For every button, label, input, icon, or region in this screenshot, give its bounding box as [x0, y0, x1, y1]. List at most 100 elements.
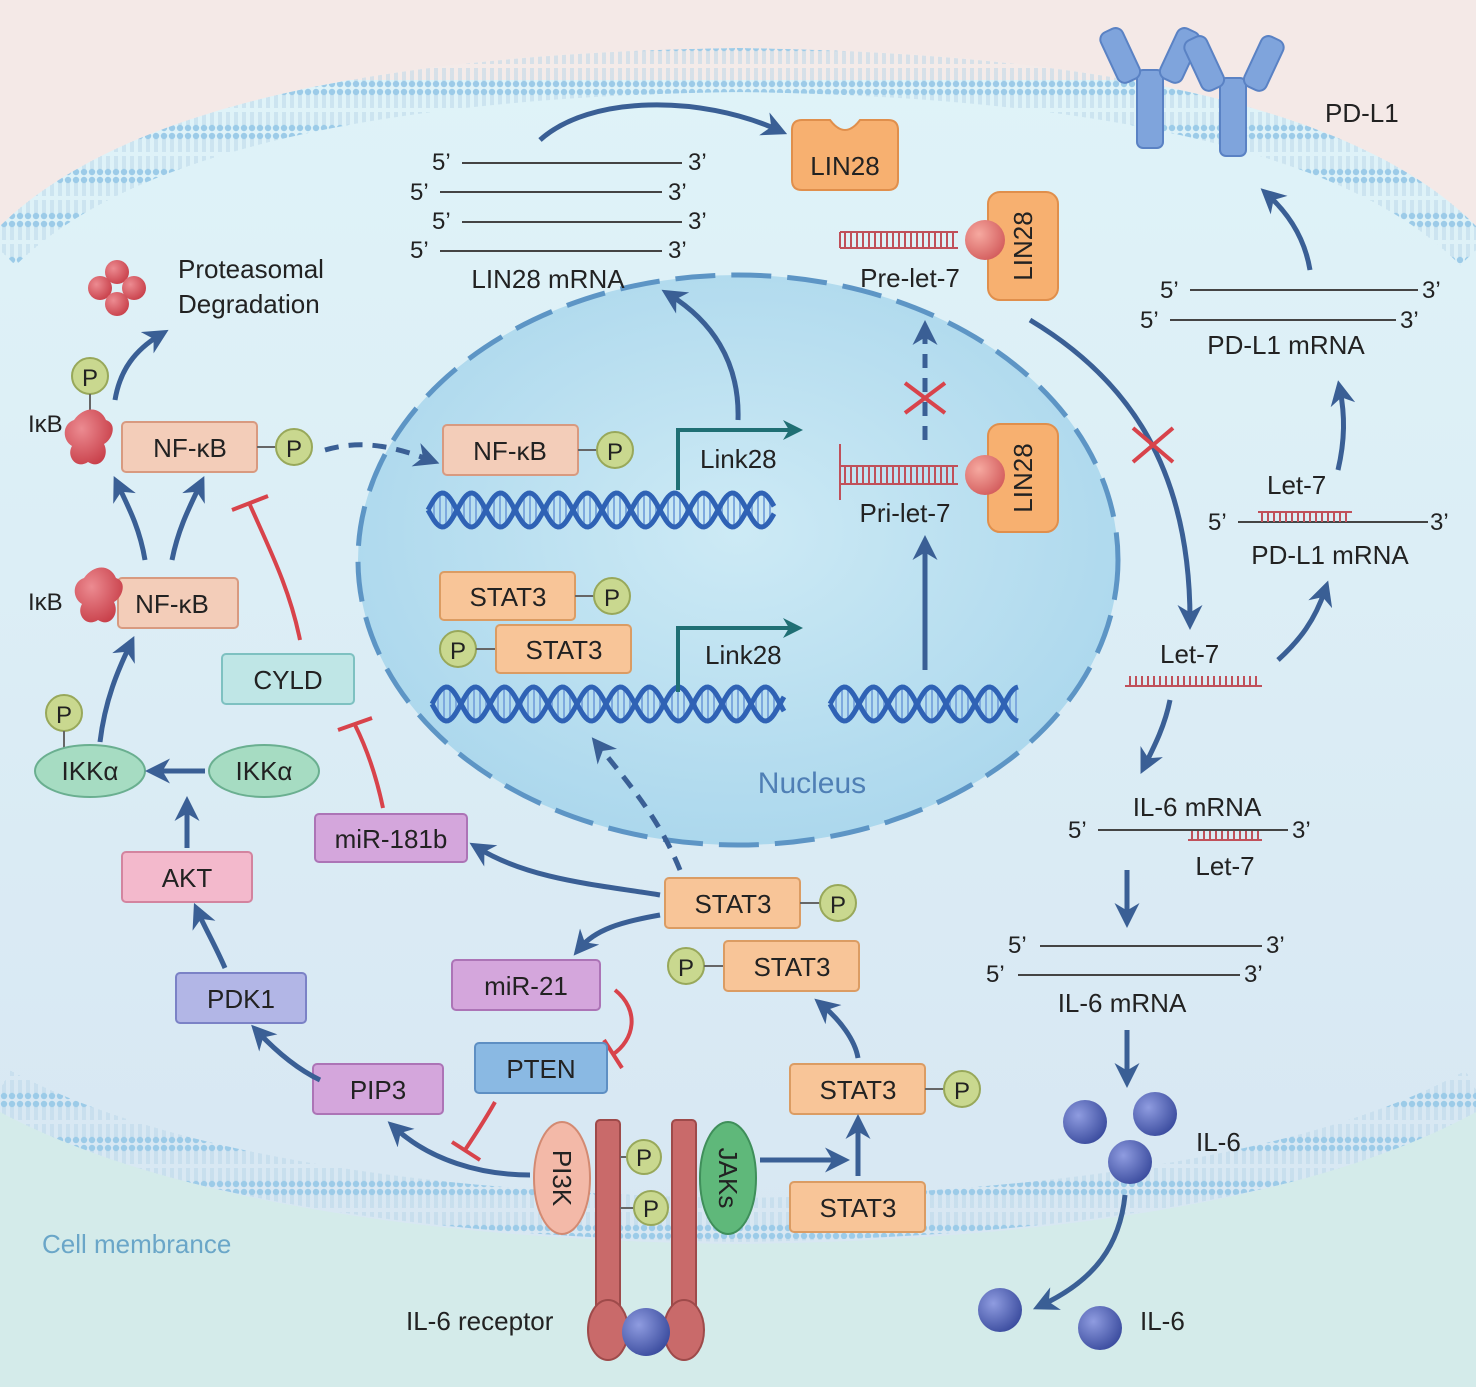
pdl1-mrna-free-label: PD-L1 mRNA	[1207, 330, 1365, 360]
arrow-nfkb-translocation	[324, 442, 440, 467]
svg-text:5’: 5’	[986, 961, 1005, 988]
svg-text:JAKs: JAKs	[713, 1148, 743, 1209]
pdl1-mrna-strands-free	[1170, 289, 1418, 321]
svg-text:CYLD: CYLD	[253, 665, 322, 695]
il6-label-extracellular: IL-6	[1140, 1306, 1185, 1336]
svg-text:STAT3: STAT3	[469, 582, 546, 612]
inhibit-mir21-pten	[610, 988, 634, 1057]
pdl1-protein	[1099, 27, 1285, 157]
arrow-to-nfkb-p	[169, 475, 205, 561]
cyld-box: CYLD	[221, 653, 355, 705]
arrow-let7-maturation-blocked	[1028, 317, 1203, 630]
svg-text:PTEN: PTEN	[506, 1054, 575, 1084]
lin28-protein-pre: LIN28	[965, 191, 1059, 301]
degradation-label: Degradation	[178, 289, 320, 319]
pi3k: PI3K	[533, 1121, 591, 1235]
svg-text:AKT: AKT	[162, 863, 213, 893]
promoter-arrow-upper	[676, 420, 803, 490]
nfkb-p-nuclear: NF-κB P	[442, 424, 634, 476]
link28-label-upper: Link28	[700, 444, 777, 474]
arrow-pi3k-pip3	[387, 1121, 531, 1178]
stat3-p-nuclear-1: STAT3 P	[439, 571, 631, 621]
arrow-export-lin28-mrna	[661, 289, 741, 421]
svg-text:NF-κB: NF-κB	[473, 436, 547, 466]
svg-text:5’: 5’	[1140, 307, 1159, 334]
mir181b-box: miR-181b	[314, 813, 468, 863]
block-x-maturation	[1131, 426, 1175, 464]
pten-box: PTEN	[474, 1042, 608, 1094]
svg-text:IKKα: IKKα	[62, 756, 119, 786]
svg-text:5’: 5’	[432, 149, 451, 176]
let7-bound-pdl1-ticks	[1261, 513, 1347, 522]
arrow-pdl1-translation	[1260, 188, 1313, 271]
svg-text:miR-181b: miR-181b	[335, 824, 448, 854]
inhibit-mir181b-cyld	[353, 724, 385, 809]
arrow-translation-lin28	[538, 102, 788, 142]
dna-helix-upper	[425, 490, 777, 530]
il6-mrna-free-ends: 5’ 3’ 5’ 3’	[986, 932, 1285, 988]
pip3-box: PIP3	[312, 1063, 444, 1115]
pdl1-mrna-free-ends: 5’ 3’ 5’ 3’	[1140, 277, 1441, 334]
nucleus	[355, 272, 1121, 848]
inhibit-cyld-nfkb	[248, 504, 302, 641]
svg-text:LIN28: LIN28	[1008, 211, 1038, 280]
inhibit-bar-mir181b	[337, 716, 373, 732]
pdl1-label: PD-L1	[1325, 98, 1399, 128]
il6-receptor	[587, 1119, 705, 1361]
svg-text:3’: 3’	[668, 237, 687, 264]
pri-let7-ticks	[844, 467, 954, 483]
il6-mrna-free-label: IL-6 mRNA	[1058, 988, 1187, 1018]
svg-text:3’: 3’	[1422, 277, 1441, 304]
svg-text:STAT3: STAT3	[525, 635, 602, 665]
svg-text:P: P	[954, 1078, 970, 1105]
let7-bound-pdl1-label: Let-7	[1267, 470, 1326, 500]
svg-text:PIP3: PIP3	[350, 1075, 406, 1105]
let7-bound-il6-ticks	[1191, 831, 1259, 840]
promoter-arrow-lower	[676, 618, 803, 692]
svg-text:3’: 3’	[1400, 307, 1419, 334]
arrow-let7-pdl1-mrna	[1276, 580, 1333, 662]
svg-text:STAT3: STAT3	[819, 1075, 896, 1105]
lin28-protein-pri: LIN28	[965, 423, 1059, 533]
arrow-stat3-dimer	[814, 998, 861, 1059]
cell-membrane-top	[0, 47, 1476, 266]
block-x-processing	[903, 381, 947, 415]
pre-let7-ticks	[844, 233, 954, 247]
pdl1-mrna-bound-label: PD-L1 mRNA	[1251, 540, 1409, 570]
receptor-phosphate-1: P	[620, 1139, 662, 1175]
svg-text:P: P	[286, 436, 302, 463]
svg-text:5’: 5’	[1160, 277, 1179, 304]
cell-membrane-label: Cell membrance	[42, 1229, 231, 1259]
lin28-mrna-strands	[440, 162, 682, 252]
proteasomal-label: Proteasomal	[178, 254, 324, 284]
let7-bound-il6-label: Let-7	[1195, 851, 1254, 881]
arrow-ikka-to-ikb	[97, 635, 135, 743]
proteasome-icon	[88, 260, 146, 316]
ikka-phosphorylated: P IKKα	[34, 694, 146, 798]
svg-text:IκB: IκB	[28, 589, 63, 616]
svg-text:IκB: IκB	[28, 411, 63, 438]
let7-label: Let-7	[1160, 639, 1219, 669]
receptor-phosphate-2: P	[620, 1190, 669, 1226]
il6-mrna-3prime: 3’	[1292, 817, 1311, 844]
il6-protein-intracellular	[1063, 1092, 1177, 1184]
inhibit-bar-pten	[450, 1140, 482, 1162]
pre-let7-hairpin	[839, 231, 958, 249]
lin28-mrna-ends: 5’ 3’ 5’ 3’ 5’ 3’ 5’ 3’	[410, 149, 707, 264]
dna-helix-lower	[429, 684, 787, 724]
svg-text:P: P	[607, 439, 623, 466]
il6-protein-extracellular	[978, 1288, 1122, 1350]
link28-label-lower: Link28	[705, 640, 782, 670]
svg-text:P: P	[643, 1196, 659, 1223]
dna-helix-let7	[827, 684, 1019, 724]
arrow-stat3-mir181b	[469, 842, 661, 898]
svg-text:STAT3: STAT3	[694, 889, 771, 919]
svg-text:P: P	[450, 638, 466, 665]
svg-text:miR-21: miR-21	[484, 971, 568, 1001]
arrow-pdl1-mrna-release	[1330, 380, 1356, 471]
svg-text:PDK1: PDK1	[207, 984, 275, 1014]
pri-let7-label: Pri-let-7	[859, 498, 950, 528]
nucleus-label: Nucleus	[758, 767, 866, 800]
